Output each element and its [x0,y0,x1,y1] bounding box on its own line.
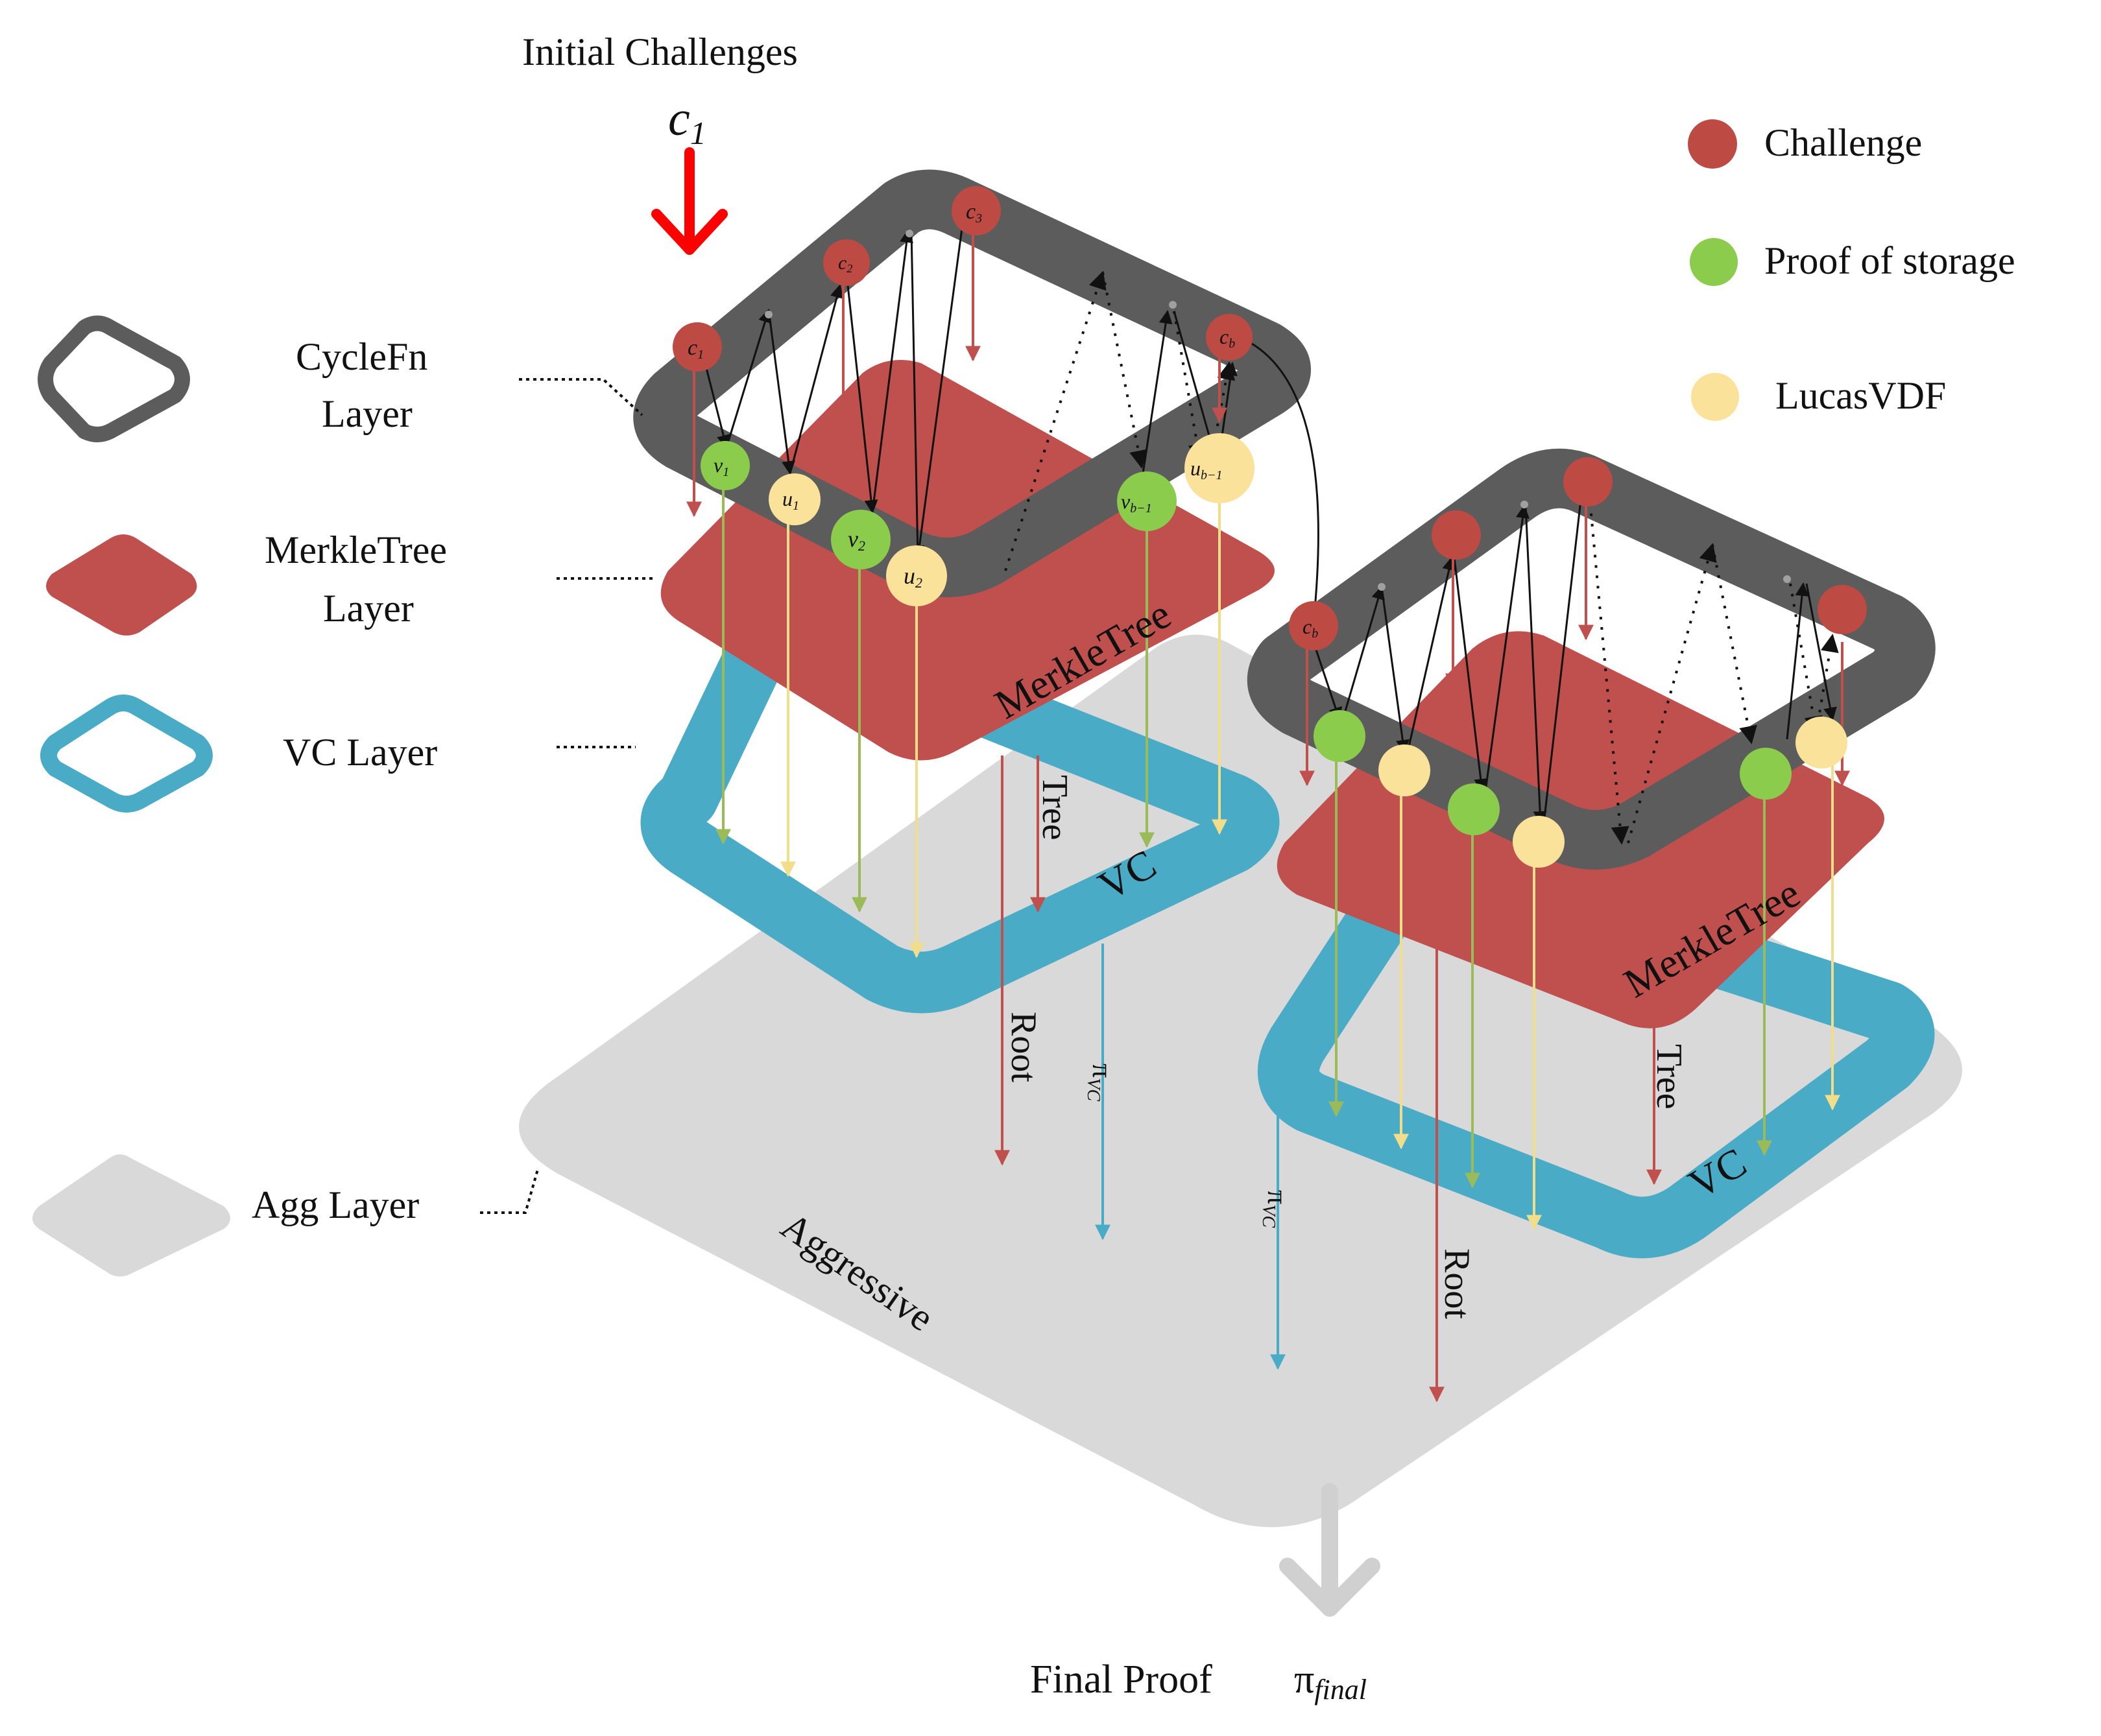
legend-cyclefn-line1: CycleFn [296,335,427,378]
legend-agg-leader [480,1167,540,1214]
legend-challenge-dot [1688,119,1737,169]
node-label-ub-1: ub−1 [1190,457,1223,482]
storage-node-v2 [831,510,891,569]
pi-vc-label-right: πVC [1258,1190,1293,1228]
challenge-node-right-4 [1818,585,1867,634]
node-label-cb: cb [1219,325,1235,351]
vdf-node-u1 [769,473,821,525]
left-red-arrows [686,224,1227,1166]
final-proof-label: Final Proof [1030,1658,1212,1702]
node-label-c2: c2 [838,252,852,275]
root-label-right: Root [1437,1248,1477,1319]
final-proof-symbol: πfinal [1294,1658,1367,1706]
legend-merkle-icon [46,534,197,636]
challenge-node-right-cb [1289,601,1338,650]
right-cycle-arrows [1312,481,1837,826]
vdf-node-u2 [886,545,947,606]
initial-challenges-title: Initial Challenges [522,30,798,73]
node-label-vb-1: vb−1 [1121,490,1152,516]
storage-node-right-2 [1448,783,1500,835]
left-challenge-nodes [673,186,1253,372]
c1-input-label: c1 [668,91,706,151]
legend-vc-label: VC Layer [283,731,437,774]
root-label-left: Root [1003,1012,1044,1082]
cycle-dots-left [765,230,1177,318]
node-label-c3: c3 [966,200,982,226]
challenge-node-right-2 [1432,510,1481,560]
storage-node-v1 [701,441,750,490]
right-green-arrows [1328,752,1772,1189]
vdf-node-right-2 [1513,816,1565,868]
vdf-node-ub-1 [1184,433,1255,503]
node-label-u2: u2 [904,563,922,591]
legend-vdf-label: LucasVDF [1775,374,1946,417]
right-dotted-arrows [1588,492,1839,845]
legend-cyclefn-icon [38,315,190,442]
legend-merkle-line2: Layer [323,587,414,630]
legend-cyclefn-leader [519,378,643,416]
challenge-node-c1 [673,322,722,372]
legend-merkle-line1: MerkleTree [265,529,447,571]
node-label-v2: v2 [848,526,865,554]
pi-vc-label-left: πVC [1083,1064,1118,1101]
legend-agg-label: Agg Layer [252,1183,419,1226]
right-red-arrows [1299,506,1850,1403]
right-storage-nodes [1314,710,1792,835]
left-yellow-arrows [780,499,1227,958]
right-challenge-nodes [1289,457,1867,650]
legend-vdf-dot [1691,373,1739,421]
storage-node-right-1 [1314,710,1365,762]
legend-agg-icon [32,1154,230,1277]
left-vdf-nodes [769,433,1255,606]
legend-cyclefn-line2: Layer [322,392,413,435]
final-proof-arrow [1279,1483,1380,1617]
cycle-dots-right [1378,501,1791,591]
legend-vc-icon [40,695,213,813]
left-storage-nodes [701,441,1177,569]
right-yellow-arrows [1393,755,1840,1231]
challenge-node-c3 [952,186,1001,235]
storage-node-vb-1 [1117,471,1177,531]
node-label-v1: v1 [714,453,729,479]
tree-label-right: Tree [1649,1044,1689,1110]
legend-storage-label: Proof of storage [1764,239,2015,282]
node-label-u1: u1 [782,487,799,513]
node-label-right-cb: cb [1303,615,1318,641]
challenge-node-cb [1206,314,1253,361]
vdf-node-right-1 [1378,744,1430,796]
legend-storage-dot [1690,238,1738,286]
challenge-node-c2 [823,239,870,286]
vdf-node-right-3 [1795,717,1847,768]
initial-challenge-arrow [651,147,728,255]
legend-challenge-label: Challenge [1764,121,1922,164]
node-label-c1: c1 [688,336,704,362]
left-green-arrows [715,467,1155,913]
challenge-node-right-3 [1563,457,1613,506]
storage-node-right-3 [1740,748,1792,800]
right-vdf-nodes [1378,717,1847,868]
tree-label-left: Tree [1035,775,1075,840]
